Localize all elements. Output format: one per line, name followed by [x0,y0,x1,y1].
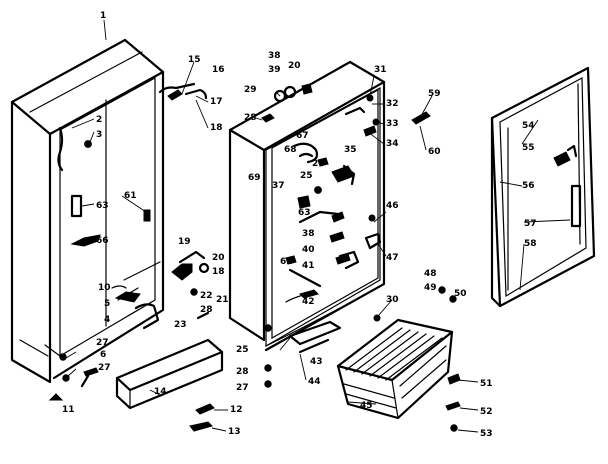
label-63-left: 63 [96,201,109,211]
label-19: 19 [178,237,191,247]
label-61-left: 61 [124,191,137,201]
label-35: 35 [344,145,357,155]
label-28-top: 28 [244,113,257,123]
label-67: 67 [296,131,309,141]
label-62: 62 [280,257,293,267]
inner-liner [228,60,386,352]
label-47: 47 [386,253,399,263]
label-20-top: 20 [288,61,301,71]
liner-parts [261,83,431,388]
label-42: 42 [302,297,315,307]
label-25: 25 [300,171,313,181]
front-grille-panel [115,338,224,432]
label-15: 15 [188,55,201,65]
label-5: 5 [104,299,110,309]
label-66: 66 [96,236,109,246]
label-57: 57 [524,219,537,229]
label-12: 12 [230,405,243,415]
door-assembly [490,66,596,308]
label-28-bottom: 28 [236,367,249,377]
label-27-bottom: 27 [236,383,249,393]
label-18-bottom: 18 [212,267,225,277]
label-56: 56 [522,181,535,191]
label-23: 23 [174,320,187,330]
label-13: 13 [228,427,241,437]
label-14: 14 [154,387,167,397]
label-38: 38 [268,51,281,61]
label-25-bottom: 25 [236,345,249,355]
basket [336,286,461,432]
label-27-left-bottom: 27 [98,363,111,373]
label-16: 16 [212,65,225,75]
label-26: 26 [312,159,325,169]
label-50: 50 [454,289,467,299]
label-21: 21 [216,295,229,305]
label-45: 45 [360,401,373,411]
label-58: 58 [524,239,537,249]
label-20-left: 20 [212,253,225,263]
label-8: 6 [100,350,106,360]
label-53: 53 [480,429,493,439]
label-39: 39 [268,65,281,75]
label-3: 3 [96,130,102,140]
label-28-left: 28 [200,305,213,315]
label-49: 49 [424,283,437,293]
label-2: 2 [96,115,102,125]
label-1: 1 [100,11,106,21]
label-34: 34 [386,139,399,149]
label-29: 29 [244,85,257,95]
label-38-center: 38 [302,229,315,239]
label-31: 31 [374,65,387,75]
label-10: 10 [98,283,111,293]
label-30: 30 [386,295,399,305]
label-18-top: 18 [210,123,223,133]
label-40: 40 [302,245,315,255]
label-11: 11 [62,405,75,415]
label-44: 44 [308,377,321,387]
label-33: 33 [386,119,399,129]
label-17: 17 [210,97,223,107]
label-41: 41 [302,261,315,271]
label-51: 51 [480,379,493,389]
label-22: 22 [200,291,213,301]
label-54: 54 [522,121,535,131]
label-69: 69 [248,173,261,183]
label-27-left-top: 27 [96,338,109,348]
label-52: 52 [480,407,493,417]
label-4: 4 [104,315,110,325]
label-43: 43 [310,357,323,367]
label-32: 32 [386,99,399,109]
label-37: 37 [272,181,285,191]
label-48: 48 [424,269,437,279]
label-60: 60 [428,147,441,157]
label-59: 59 [428,89,441,99]
label-55: 55 [522,143,535,153]
cabinet-shell [10,38,165,384]
leader-lines [65,19,571,433]
label-46: 46 [386,201,399,211]
label-63-center: 63 [298,208,311,218]
label-68: 68 [284,145,297,155]
callout-labels: 1 2 3 63 66 61 15 16 17 18 19 20 18 10 5… [62,11,537,437]
